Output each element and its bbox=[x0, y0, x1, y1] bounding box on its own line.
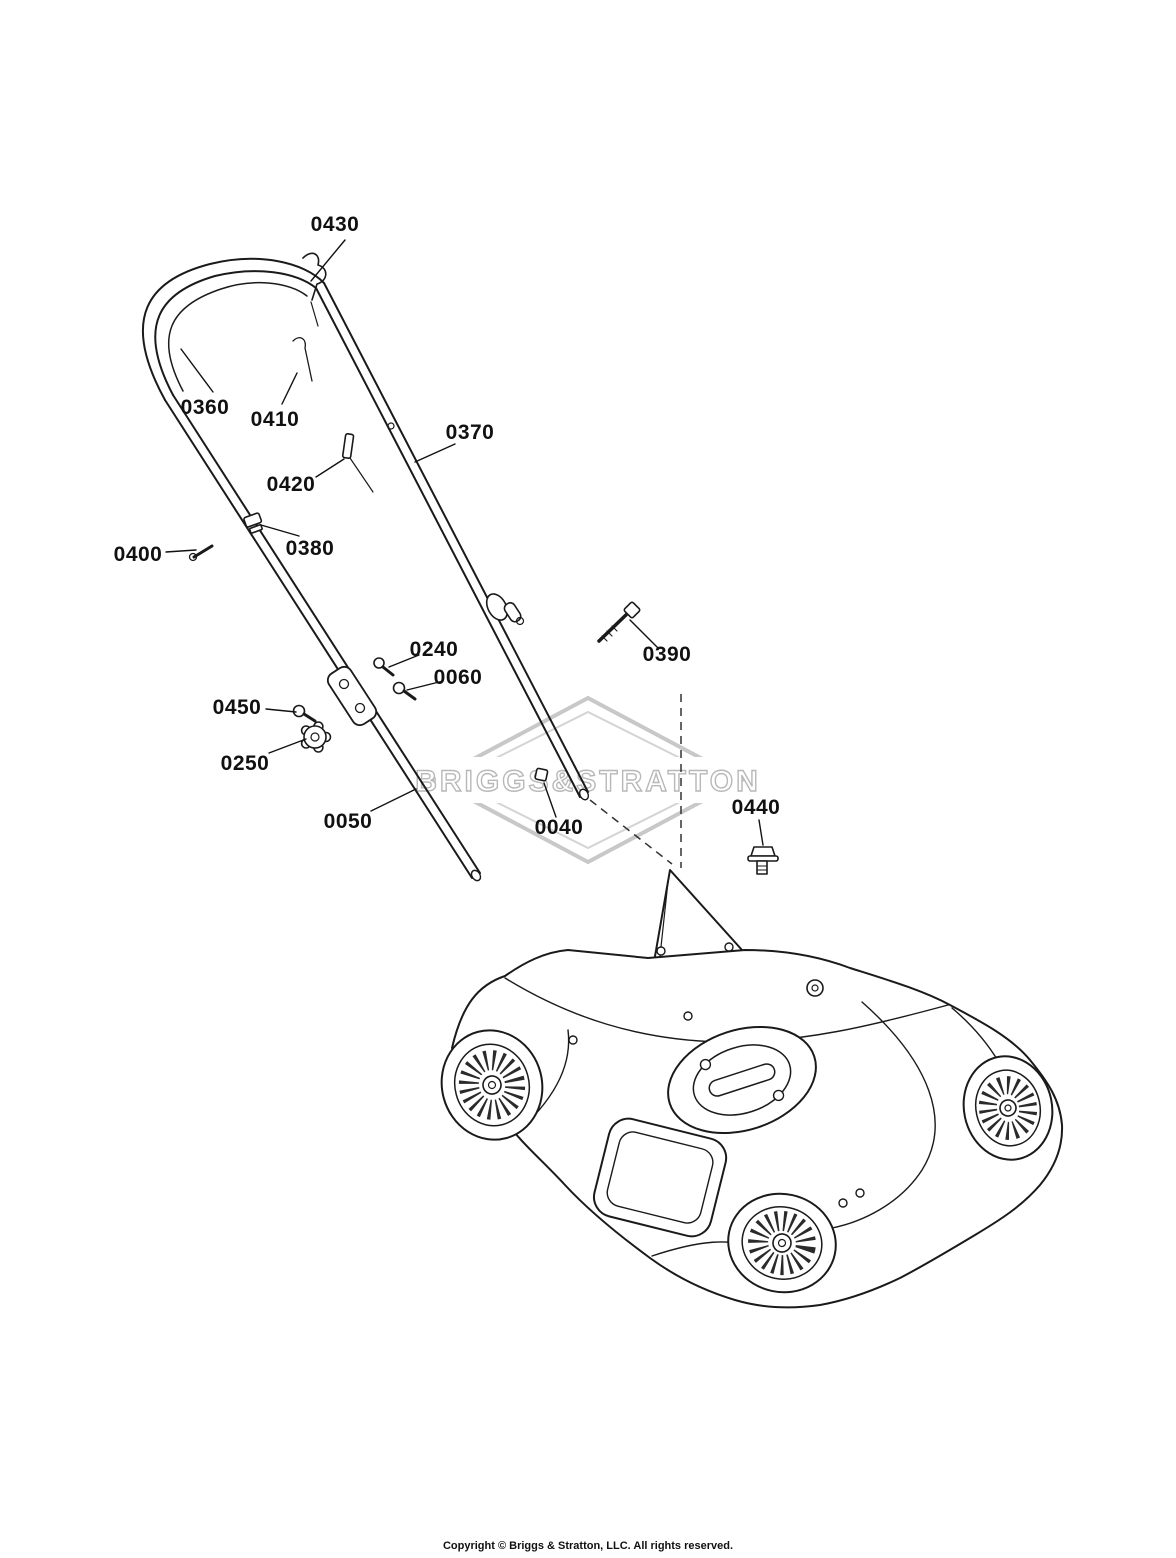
briggs-stratton-watermark: BRIGGS&STRATTON bbox=[415, 695, 758, 865]
knob-0250 bbox=[300, 721, 332, 753]
bolt-0060 bbox=[392, 681, 417, 701]
handle-bracket bbox=[326, 665, 378, 727]
bolt-0440 bbox=[747, 846, 779, 875]
left-rear-wheel bbox=[440, 1029, 544, 1141]
handle-assembly bbox=[141, 257, 590, 882]
front-wheel bbox=[727, 1192, 837, 1294]
bolt-0450 bbox=[292, 704, 317, 723]
nut-0380 bbox=[243, 512, 263, 534]
screw-0240 bbox=[373, 657, 395, 677]
cable-clip-0430 bbox=[302, 252, 327, 327]
handle-hinge bbox=[485, 593, 525, 626]
mower-deck bbox=[451, 869, 1064, 1309]
discharge-chute bbox=[592, 1117, 728, 1238]
hardware-parts bbox=[188, 252, 779, 875]
right-rear-wheel bbox=[962, 1055, 1054, 1161]
pin-0400 bbox=[188, 544, 214, 562]
deck-cap bbox=[806, 979, 824, 997]
leader-lines bbox=[165, 239, 764, 846]
cable-tie-0410 bbox=[292, 337, 313, 382]
cable-tie-0420 bbox=[341, 433, 374, 493]
copyright-text: Copyright © Briggs & Stratton, LLC. All … bbox=[442, 1540, 734, 1552]
assembly-dashed-lines bbox=[589, 694, 682, 868]
spacer-0040 bbox=[534, 767, 549, 782]
bolt-0390 bbox=[597, 601, 641, 643]
blade-hub bbox=[667, 1025, 817, 1135]
